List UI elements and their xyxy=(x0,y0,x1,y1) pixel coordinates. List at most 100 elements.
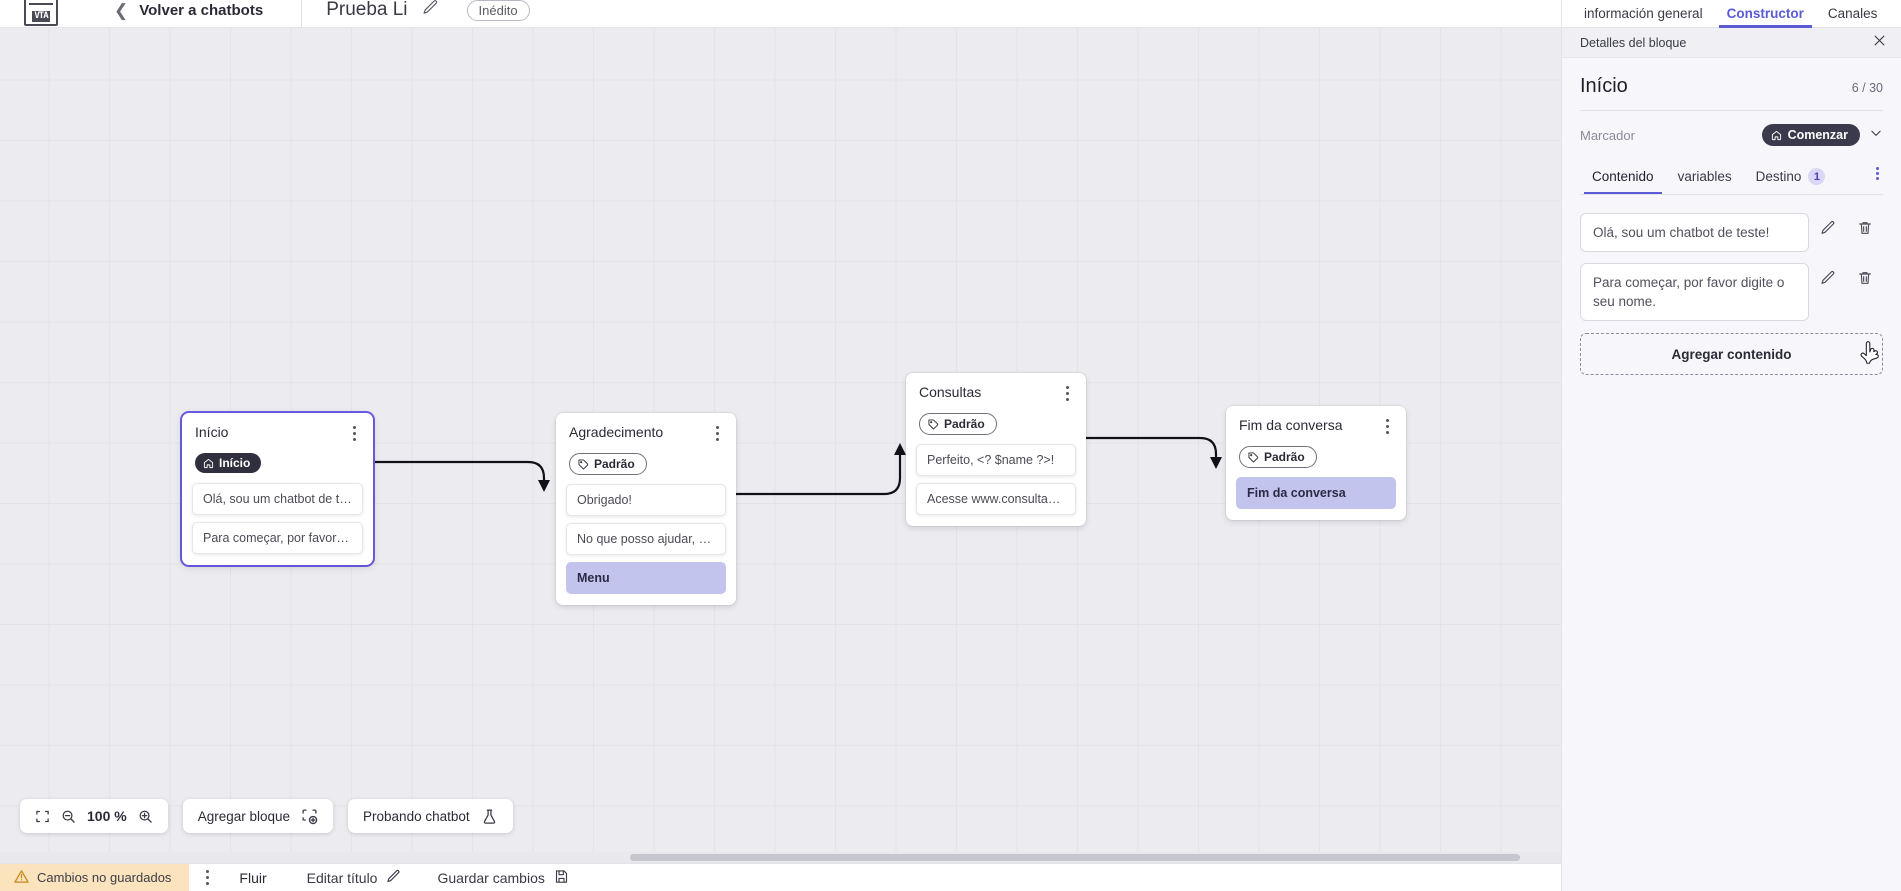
node-message[interactable]: Acesse www.consultas.com par... xyxy=(916,483,1076,515)
node-tag-default: Padrão xyxy=(1239,446,1317,468)
tab-canales[interactable]: Canales xyxy=(1827,6,1878,21)
mouse-cursor xyxy=(1859,341,1881,374)
node-message-highlighted[interactable]: Fim da conversa xyxy=(1236,477,1396,509)
subtab-variables[interactable]: variables xyxy=(1666,163,1744,193)
node-title: Fim da conversa xyxy=(1239,417,1343,433)
add-content-button[interactable]: Agregar contenido xyxy=(1580,333,1883,375)
save-disk-icon xyxy=(554,869,569,887)
chevron-left-icon[interactable]: ❮ xyxy=(114,0,129,20)
flow-node-fim-da-conversa[interactable]: Fim da conversa Padrão Fim da conversa xyxy=(1226,406,1406,520)
zoom-in-icon[interactable] xyxy=(138,809,153,824)
chevron-down-icon[interactable] xyxy=(1869,126,1883,145)
tab-constructor[interactable]: Constructor xyxy=(1715,0,1816,28)
subtab-destino[interactable]: Destino 1 xyxy=(1744,162,1838,194)
bottom-bar: Cambios no guardados Fluir Editar título… xyxy=(0,863,1561,891)
marker-badge: Comenzar xyxy=(1761,124,1860,146)
warning-icon xyxy=(14,869,29,887)
node-title: Consultas xyxy=(919,384,982,400)
node-tag-default: Padrão xyxy=(569,453,647,475)
flow-node-agradecimento[interactable]: Agradecimento Padrão Obrigado! No que po… xyxy=(556,413,736,605)
flow-node-consultas[interactable]: Consultas Padrão Perfeito, <? $name ?>! … xyxy=(906,373,1086,526)
flask-icon xyxy=(481,808,498,825)
node-menu-icon[interactable] xyxy=(712,424,723,443)
node-body: Olá, sou um chatbot de teste! Para começ… xyxy=(182,482,373,565)
back-to-chatbots-link[interactable]: Volver a chatbots xyxy=(139,1,264,19)
node-header: Consultas Padrão xyxy=(906,373,1086,444)
block-details-bar: Detalles del bloque xyxy=(1562,28,1901,58)
node-message[interactable]: No que posso ajudar, <? $name ... xyxy=(566,523,726,555)
node-message[interactable]: Olá, sou um chatbot de teste! xyxy=(192,482,363,515)
content-text-field[interactable]: Olá, sou um chatbot de teste! xyxy=(1580,213,1809,252)
content-text-field[interactable]: Para começar, por favor digite o seu nom… xyxy=(1580,263,1809,321)
node-header: Agradecimento Padrão xyxy=(556,413,736,484)
destino-count-badge: 1 xyxy=(1808,168,1826,185)
edit-content-icon[interactable] xyxy=(1809,263,1846,286)
content-item-row: Para começar, por favor digite o seu nom… xyxy=(1580,263,1883,321)
block-title-row: Início 6 / 30 xyxy=(1580,58,1883,111)
panel-body: Início 6 / 30 Marcador Comenzar Con xyxy=(1562,58,1901,375)
bot-title: Prueba Li xyxy=(326,0,408,20)
logo-text: VTA xyxy=(32,10,50,22)
subtab-more-icon[interactable] xyxy=(1872,165,1883,191)
tab-informacion-general[interactable]: información general xyxy=(1584,6,1703,21)
pencil-icon xyxy=(386,869,401,887)
add-block-button[interactable]: Agregar bloque xyxy=(182,799,334,833)
zoom-out-icon[interactable] xyxy=(61,809,76,824)
marker-value-group[interactable]: Comenzar xyxy=(1761,124,1883,146)
canvas-horizontal-scrollbar[interactable] xyxy=(0,852,1561,863)
fit-screen-icon[interactable] xyxy=(35,809,50,824)
node-message[interactable]: Perfeito, <? $name ?>! xyxy=(916,444,1076,476)
node-tag-start: Início xyxy=(195,453,262,473)
node-message-highlighted[interactable]: Menu xyxy=(566,562,726,594)
subtab-contenido-label: Contenido xyxy=(1592,169,1654,184)
flow-canvas[interactable]: Início Início Olá, sou um chatbot de tes… xyxy=(0,28,1561,863)
add-block-icon xyxy=(301,808,318,825)
panel-subtab-bar: Contenido variables Destino 1 xyxy=(1580,154,1883,195)
node-header: Fim da conversa Padrão xyxy=(1226,406,1406,477)
marker-row: Marcador Comenzar xyxy=(1580,111,1883,154)
block-title: Início xyxy=(1580,75,1628,97)
node-menu-icon[interactable] xyxy=(349,424,360,443)
delete-content-icon[interactable] xyxy=(1846,213,1883,236)
bottom-menu-icon[interactable] xyxy=(202,868,213,887)
node-tag-default: Padrão xyxy=(919,413,997,435)
save-changes-button[interactable]: Guardar cambios xyxy=(437,869,568,887)
pencil-icon[interactable] xyxy=(422,0,439,21)
node-menu-icon[interactable] xyxy=(1382,417,1393,436)
status-badge: Inédito xyxy=(466,0,530,21)
node-header: Início Início xyxy=(182,413,373,483)
node-title: Início xyxy=(195,424,229,440)
edit-title-button[interactable]: Editar título xyxy=(307,869,402,887)
edit-title-label: Editar título xyxy=(306,869,378,886)
node-message[interactable]: Para começar, por favor digite o ... xyxy=(192,521,363,554)
scrollbar-thumb[interactable] xyxy=(630,854,1520,861)
marker-badge-label: Comenzar xyxy=(1787,128,1848,142)
marker-label: Marcador xyxy=(1580,127,1635,143)
test-chatbot-button[interactable]: Probando chatbot xyxy=(348,799,513,833)
node-tag-label: Padrão xyxy=(594,457,635,471)
add-block-label: Agregar bloque xyxy=(197,808,291,824)
panel-tab-bar: información general Constructor Canales xyxy=(1562,0,1901,28)
toolbar-divider xyxy=(301,0,303,27)
block-details-label: Detalles del bloque xyxy=(1580,35,1687,50)
tab-fluir[interactable]: Fluir xyxy=(235,865,270,891)
delete-content-icon[interactable] xyxy=(1846,263,1883,286)
node-menu-icon[interactable] xyxy=(1062,384,1073,403)
content-item-row: Olá, sou um chatbot de teste! xyxy=(1580,213,1883,252)
node-body: Fim da conversa xyxy=(1226,477,1406,520)
block-count: 6 / 30 xyxy=(1851,81,1883,95)
subtab-contenido[interactable]: Contenido xyxy=(1580,163,1666,194)
node-title: Agradecimento xyxy=(569,424,664,440)
close-icon[interactable] xyxy=(1872,33,1887,53)
node-message[interactable]: Obrigado! xyxy=(566,484,726,516)
top-bar: VTA ❮ Volver a chatbots Prueba Li Inédit… xyxy=(0,0,1561,28)
subtab-destino-label: Destino xyxy=(1755,169,1802,184)
node-tag-label: Padrão xyxy=(944,417,985,431)
app-logo[interactable]: VTA xyxy=(24,0,58,26)
edit-content-icon[interactable] xyxy=(1809,213,1846,236)
subtab-variables-label: variables xyxy=(1677,169,1732,184)
save-changes-label: Guardar cambios xyxy=(437,869,545,886)
test-chatbot-label: Probando chatbot xyxy=(363,808,470,824)
flow-node-inicio[interactable]: Início Início Olá, sou um chatbot de tes… xyxy=(182,413,373,565)
